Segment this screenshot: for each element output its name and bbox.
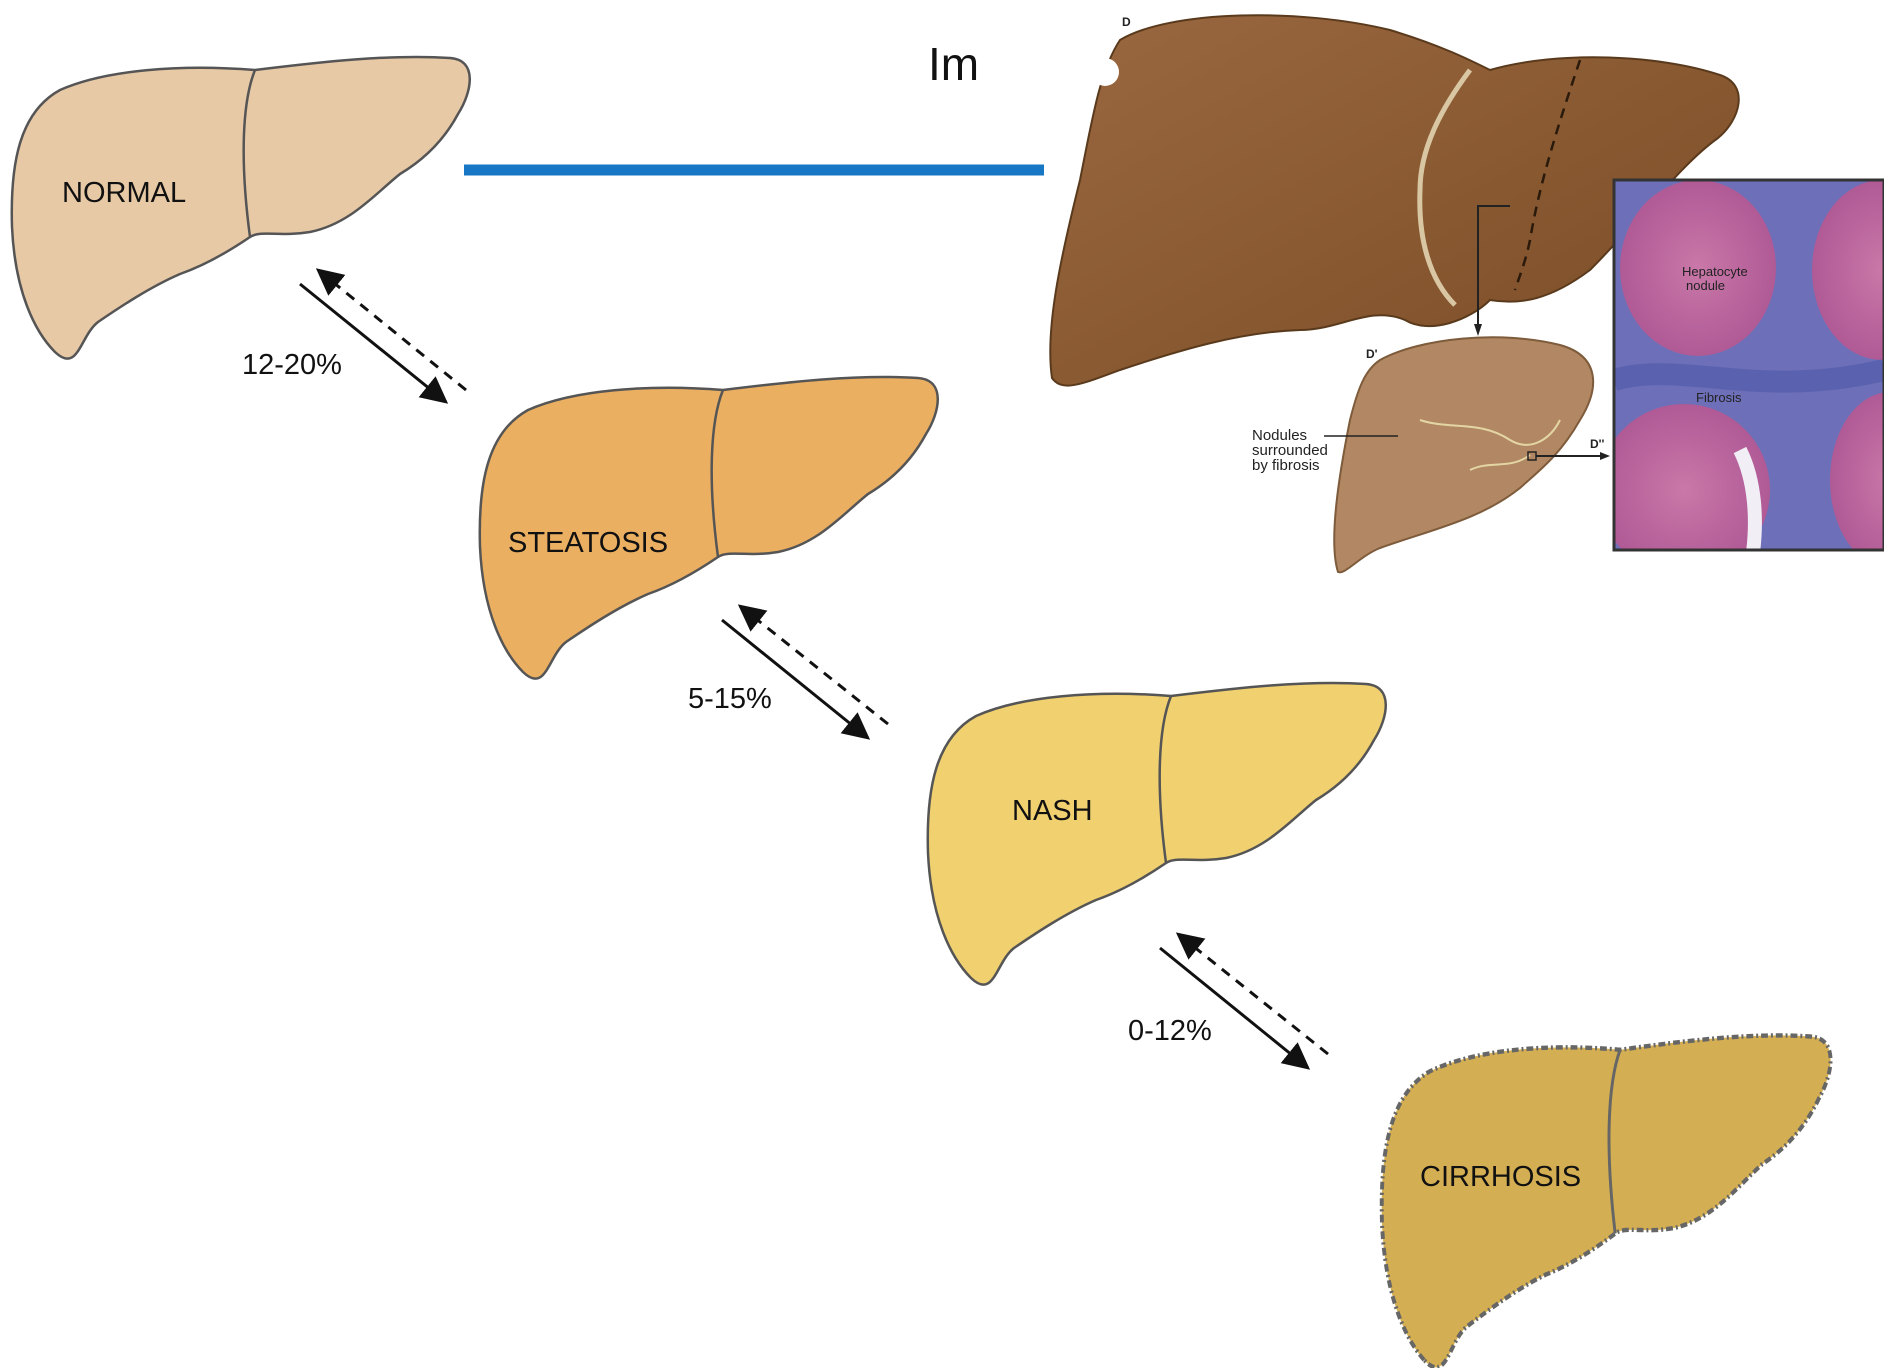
transition-label-2: 5-15% [688,683,772,715]
transition-label-1: 12-20% [242,349,342,381]
stage-label-steatosis: STEATOSIS [508,527,668,559]
label-d: D [1122,15,1131,29]
stage-label-nash: NASH [1012,795,1093,827]
histology-inset: Hepatocyte nodule Fibrosis [1598,180,1884,576]
stage-label-cirrhosis: CIRRHOSIS [1420,1161,1581,1193]
histology-label-fibrosis: Fibrosis [1696,390,1742,405]
callout-line-3: by fibrosis [1252,457,1320,474]
histology-label-nodule: nodule [1686,278,1725,293]
liver-cirrhosis [1382,1035,1831,1367]
svg-text:Nodules surrounded: Nodules surrounded by fibrosis [1252,427,1332,474]
liver-nash [928,683,1386,985]
title-fragment: Im [928,38,979,90]
stage-label-normal: NORMAL [62,177,186,209]
transition-arrow-2 [722,606,888,738]
transition-arrow-3 [1160,934,1328,1068]
histology-label-hepatocyte: Hepatocyte [1682,264,1748,279]
transition-label-3: 0-12% [1128,1015,1212,1047]
label-d-prime: D' [1366,347,1378,361]
label-d-double-prime: D'' [1590,437,1605,451]
transition-arrow-1 [300,270,466,402]
